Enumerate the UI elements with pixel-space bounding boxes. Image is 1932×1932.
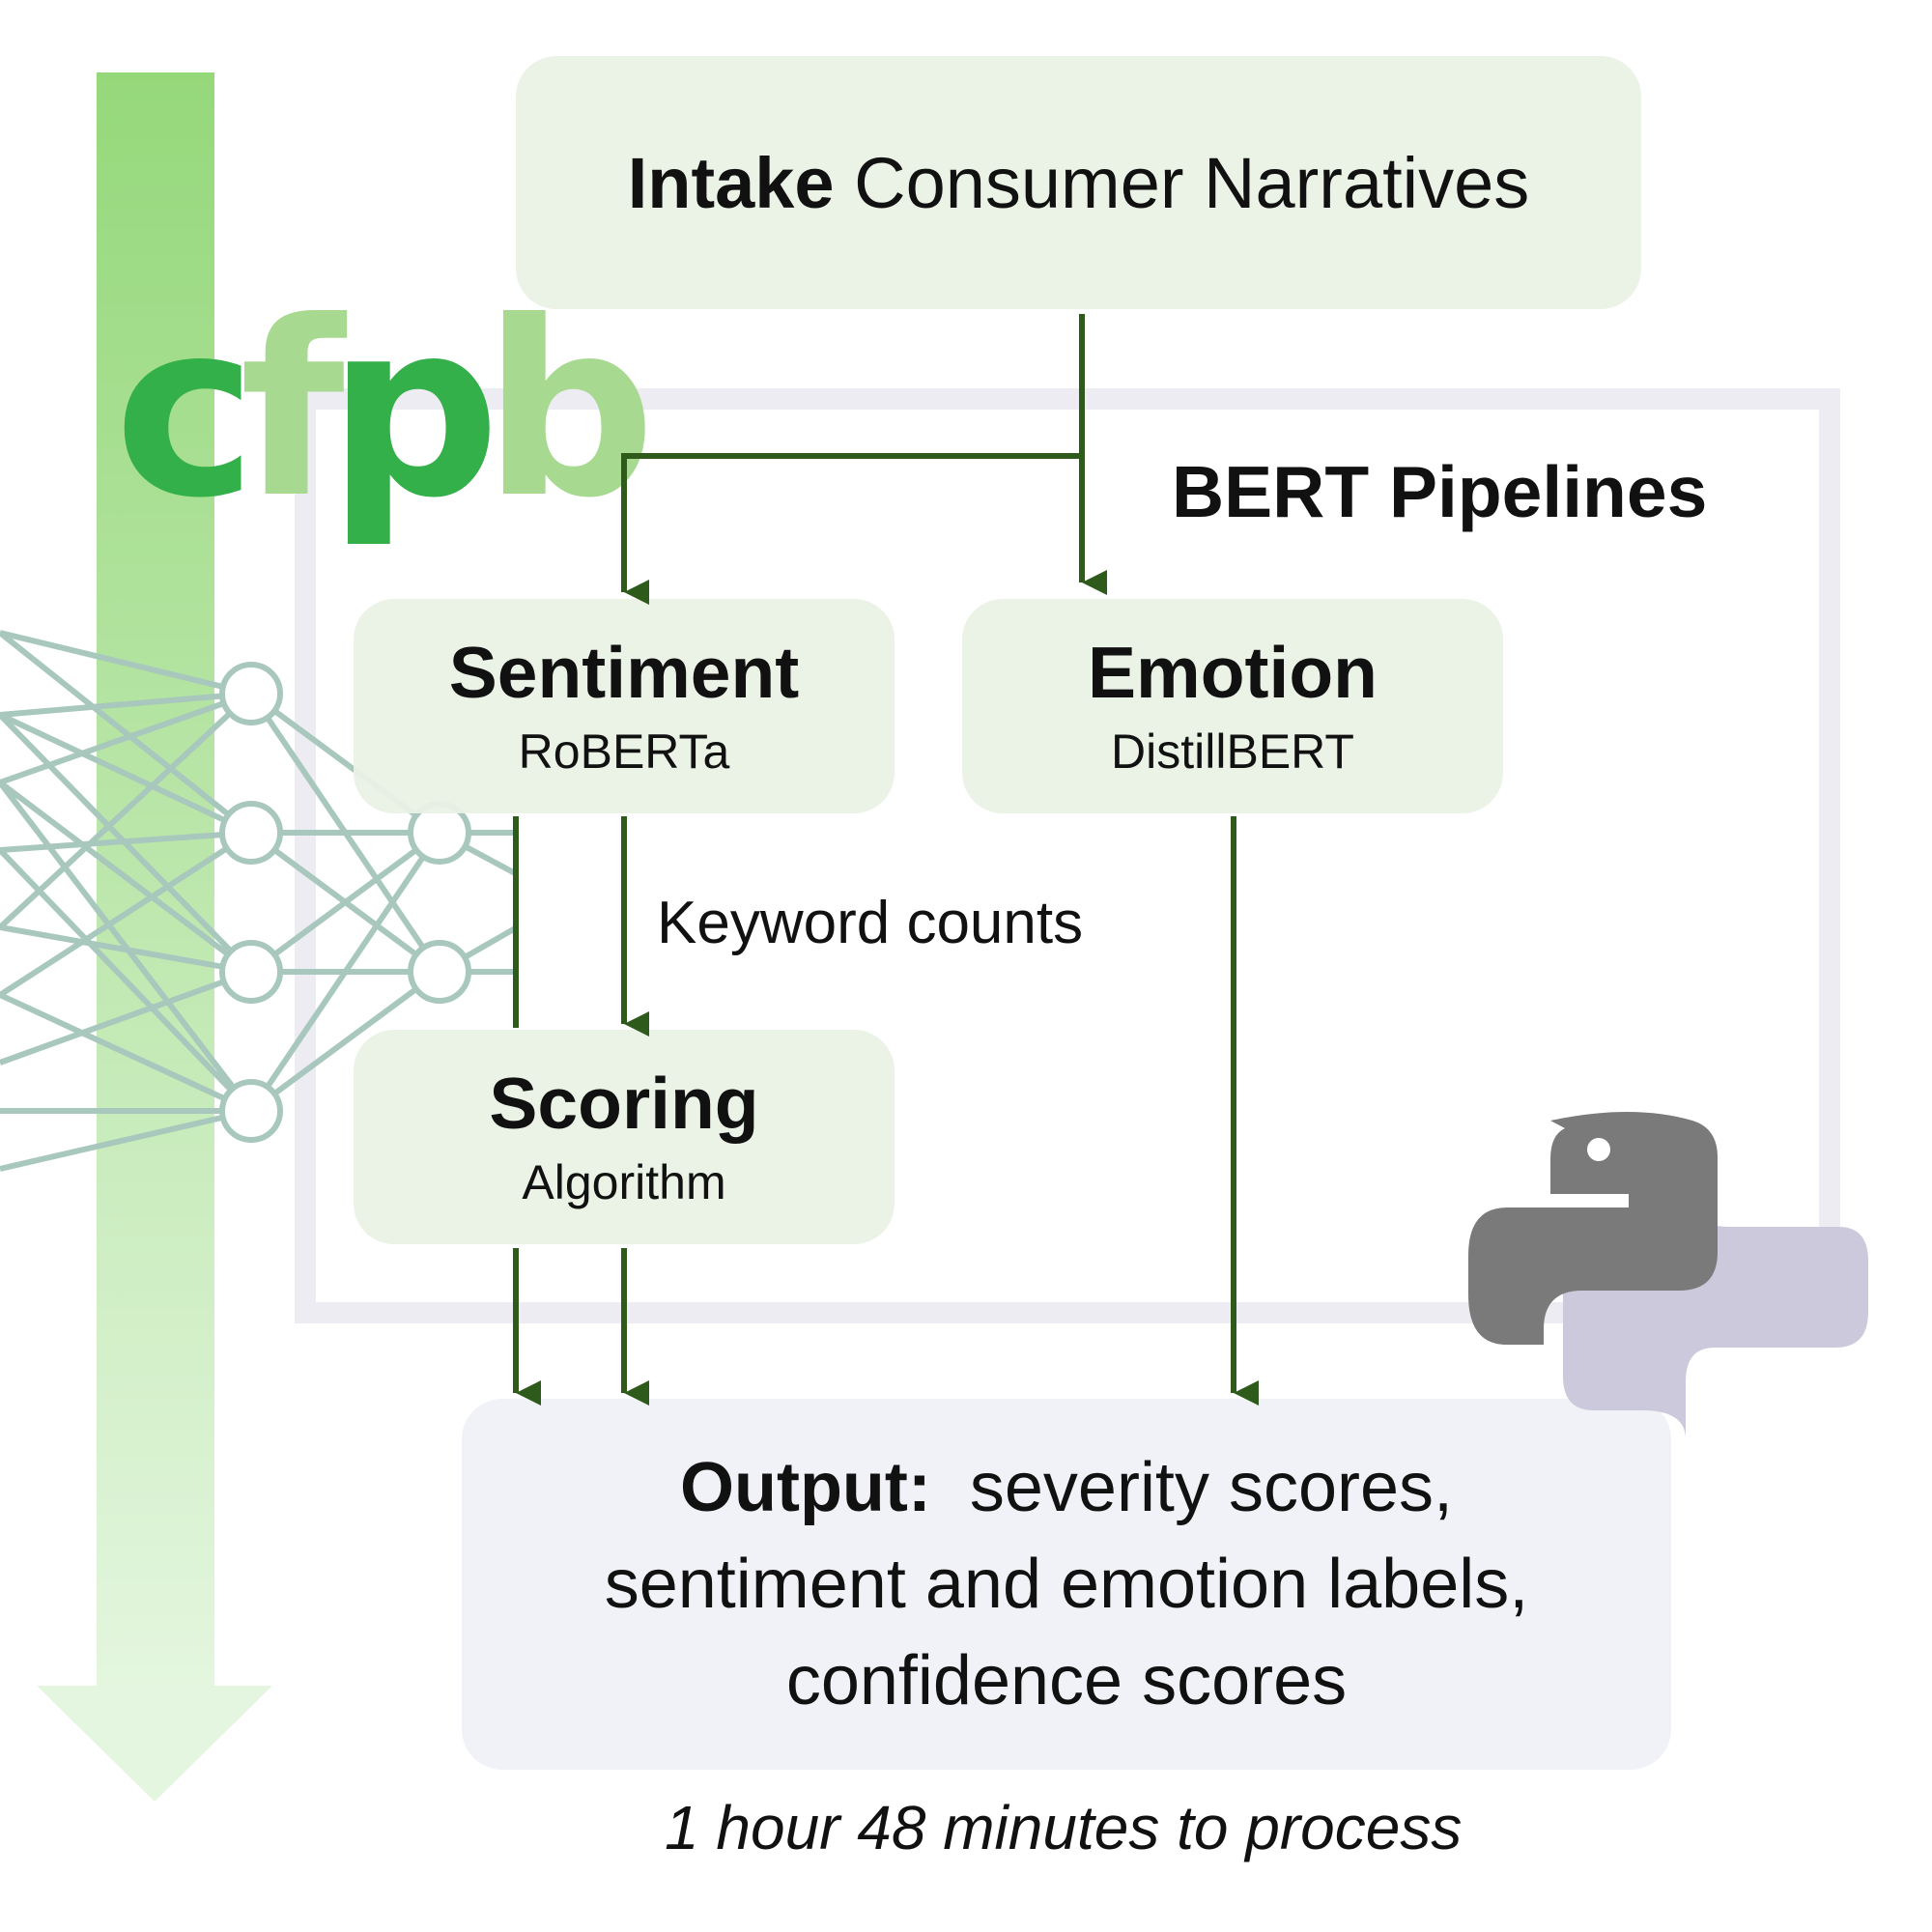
neural-network-icon [0,630,519,1172]
intake-label-rest: Consumer Narratives [834,142,1530,223]
keyword-counts-label: Keyword counts [657,890,1084,956]
scoring-box: Scoring Algorithm [354,1030,895,1244]
output-label: Output: [679,1449,931,1526]
sentiment-box: Sentiment RoBERTa [354,599,895,813]
emotion-model: DistillBERT [1111,724,1354,780]
scoring-subtitle: Algorithm [522,1155,726,1210]
cfpb-logo: cfpb [114,270,656,551]
output-line-1: severity scores, [969,1449,1454,1526]
emotion-box: Emotion DistillBERT [962,599,1503,813]
output-box: Output: severity scores, sentiment and e… [462,1399,1671,1770]
output-line-2: sentiment and emotion labels, [604,1546,1529,1623]
processing-time-note: 1 hour 48 minutes to process [665,1793,1463,1862]
intake-label-bold: Intake [627,142,835,223]
down-arrow-icon [37,72,272,1802]
scoring-title: Scoring [489,1062,759,1144]
emotion-title: Emotion [1088,631,1378,713]
sentiment-title: Sentiment [448,631,800,713]
output-line-3: confidence scores [785,1642,1348,1719]
sentiment-model: RoBERTa [518,724,730,780]
bert-pipelines-title: BERT Pipelines [1172,451,1708,532]
bert-pipelines-frame [295,388,1840,1323]
intake-box: Intake Consumer Narratives [516,56,1641,309]
